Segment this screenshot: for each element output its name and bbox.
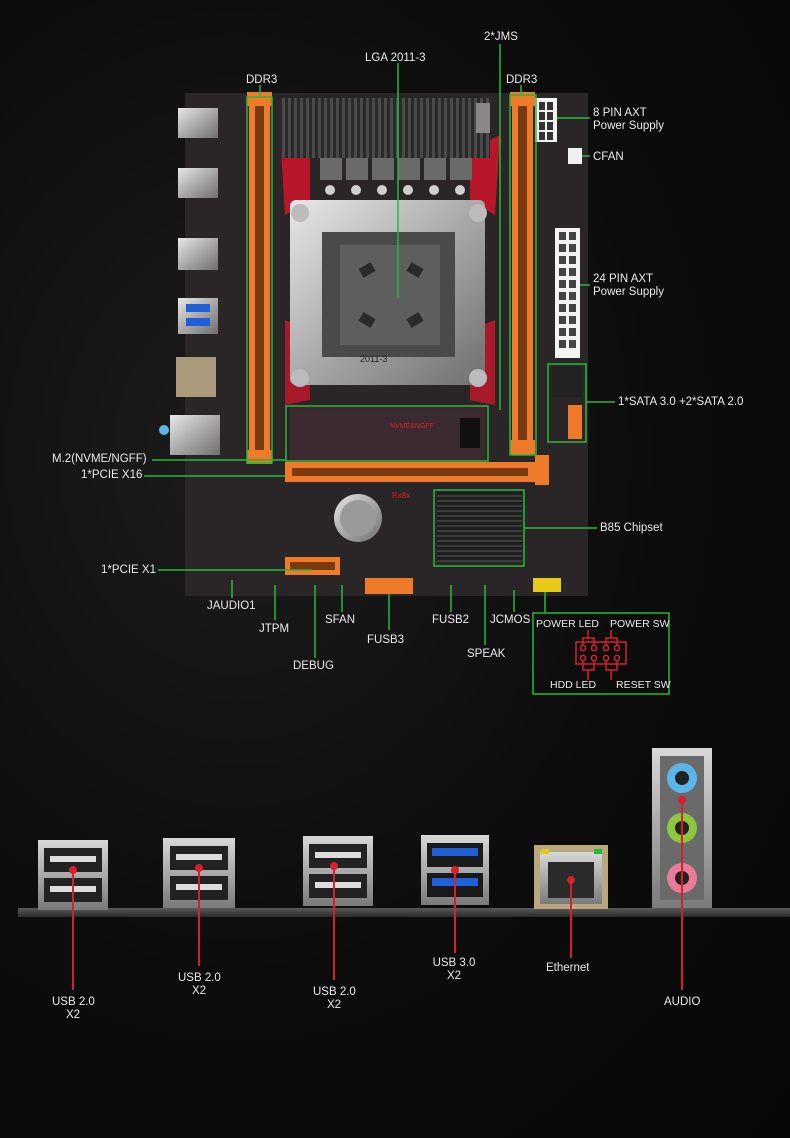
- label-jcmos: JCMOS: [490, 614, 531, 626]
- label-power-led: POWER LED: [536, 618, 600, 630]
- label-usb30: USB 3.0 X2: [432, 957, 476, 983]
- label-8pin-line1: 8 PIN AXT: [593, 107, 647, 119]
- label-usb30-line1: USB 3.0: [432, 957, 476, 969]
- socket-mark: 2011-3: [360, 354, 387, 364]
- io-floor: [18, 908, 790, 917]
- label-usb20-1: USB 2.0 X2: [52, 996, 95, 1022]
- m2-slot-mark: NVME&NGFF: [390, 423, 434, 430]
- label-m2: M.2(NVME/NGFF): [52, 453, 147, 465]
- label-audio: AUDIO: [664, 996, 701, 1008]
- chipset-heatsink: [437, 492, 522, 562]
- label-pcie-x1: 1*PCIE X1: [101, 564, 156, 576]
- label-usb20-1-line2: X2: [65, 1009, 81, 1021]
- label-ddr3-right: DDR3: [506, 74, 538, 86]
- label-usb30-line2: X2: [446, 970, 462, 982]
- label-reset-sw: RESET SW: [616, 679, 671, 691]
- pcie-x16-slot: Rx8x: [285, 455, 549, 500]
- cpu-socket: 2011-3: [290, 200, 487, 387]
- label-usb20-2-line2: X2: [191, 985, 207, 997]
- 24pin-power-connector: [555, 228, 580, 358]
- cfan-connector: [568, 148, 582, 164]
- label-cfan: CFAN: [593, 151, 624, 163]
- board-rear-io: [159, 108, 220, 455]
- label-jms: 2*JMS: [484, 31, 518, 43]
- io-usb20-port-3: [303, 836, 373, 906]
- label-debug: DEBUG: [293, 660, 334, 672]
- front-panel-pins: [533, 578, 561, 592]
- label-usb20-1-line1: USB 2.0: [52, 996, 95, 1008]
- label-ddr3-left: DDR3: [246, 74, 278, 86]
- io-callout-lines: [69, 796, 686, 990]
- 8pin-power-connector: [535, 98, 557, 142]
- sata-ports: [552, 367, 582, 439]
- label-pcie-x16: 1*PCIE X16: [81, 469, 143, 481]
- ddr3-slot-right: [510, 92, 535, 455]
- callout-lines: [144, 44, 615, 658]
- ddr3-slot-left: [247, 92, 272, 464]
- pcie-mark: Rx8x: [392, 491, 410, 500]
- label-sata: 1*SATA 3.0 +2*SATA 2.0: [618, 396, 744, 408]
- label-usb20-2: USB 2.0 X2: [178, 972, 221, 998]
- pcie-x1-slot: [285, 557, 340, 575]
- label-jtpm: JTPM: [259, 623, 290, 635]
- label-8pin-line2: Power Supply: [593, 120, 664, 132]
- label-jaudio: JAUDIO1: [207, 600, 256, 612]
- label-24pin-line2: Power Supply: [593, 286, 664, 298]
- label-usb20-3-line2: X2: [326, 999, 342, 1011]
- label-chipset: B85 Chipset: [600, 522, 663, 534]
- label-lga: LGA 2011-3: [365, 52, 426, 64]
- label-fusb2: FUSB2: [432, 614, 470, 626]
- cmos-battery: [334, 494, 382, 542]
- label-fusb3: FUSB3: [367, 634, 405, 646]
- label-usb20-3-line1: USB 2.0: [313, 986, 356, 998]
- label-speak: SPEAK: [467, 648, 506, 660]
- m2-slot: NVME&NGFF: [290, 410, 480, 458]
- io-audio-ports: [652, 748, 712, 908]
- label-24pin-line1: 24 PIN AXT: [593, 273, 654, 285]
- label-usb20-3: USB 2.0 X2: [313, 986, 356, 1012]
- fusb3-header: [365, 578, 413, 594]
- label-sfan: SFAN: [325, 614, 356, 626]
- label-power-sw: POWER SW: [610, 618, 670, 630]
- label-ethernet: Ethernet: [546, 962, 590, 974]
- label-hdd-led: HDD LED: [550, 679, 597, 691]
- front-panel-diagram: [532, 612, 670, 695]
- label-usb20-2-line1: USB 2.0: [178, 972, 221, 984]
- vrm-heatsink: [280, 98, 490, 195]
